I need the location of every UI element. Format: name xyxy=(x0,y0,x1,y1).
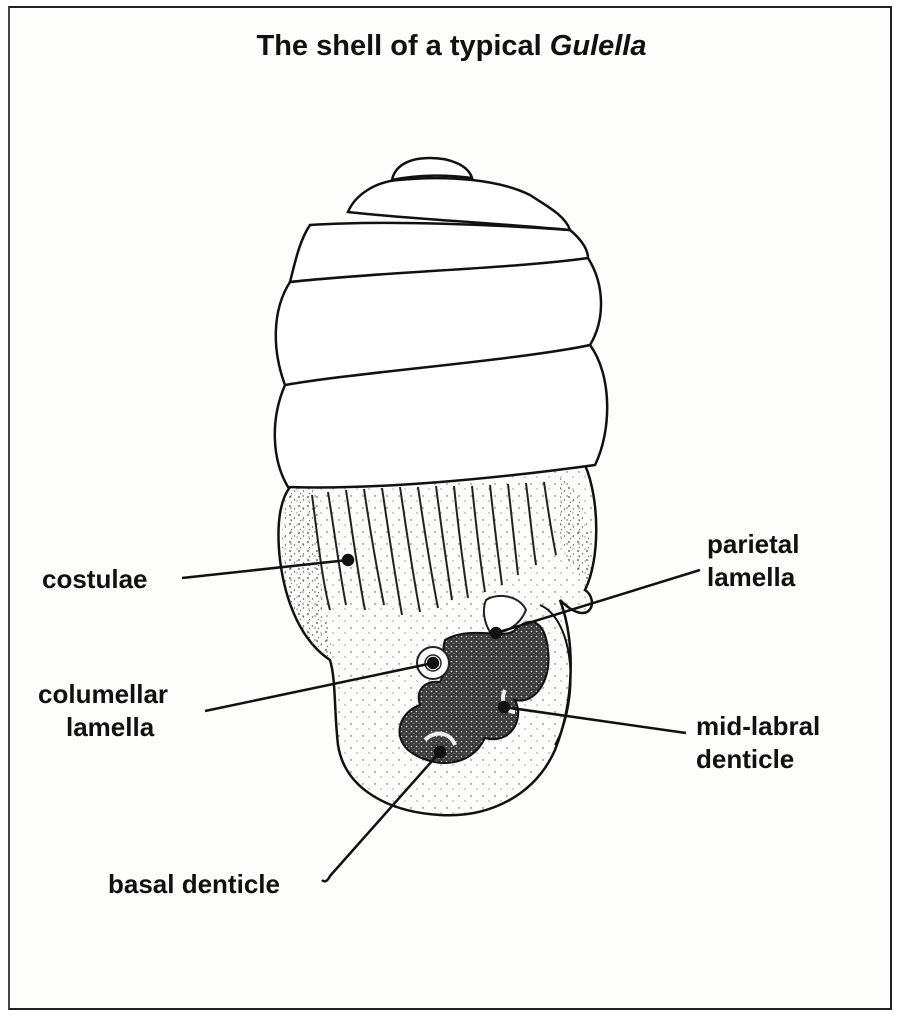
label-costulae: costulae xyxy=(42,563,148,596)
parietal-dot xyxy=(491,628,501,638)
label-parietal-lamella: parietal lamella xyxy=(707,528,800,594)
label-basal-denticle: basal denticle xyxy=(108,868,280,901)
label-columellar-line2: lamella xyxy=(38,711,168,744)
label-midlabral-line2: denticle xyxy=(696,743,820,776)
upper-whorls xyxy=(275,158,607,487)
label-midlabral-denticle: mid-labral denticle xyxy=(696,710,820,776)
midlabral-dot xyxy=(499,702,509,712)
costulae-dot xyxy=(343,555,353,565)
label-parietal-line1: parietal xyxy=(707,528,800,561)
label-columellar-line1: columellar xyxy=(38,678,168,711)
columellar-dot xyxy=(428,658,438,668)
label-midlabral-line1: mid-labral xyxy=(696,710,820,743)
basal-dot xyxy=(435,747,445,757)
label-parietal-line2: lamella xyxy=(707,561,800,594)
label-columellar-lamella: columellar lamella xyxy=(38,678,168,744)
